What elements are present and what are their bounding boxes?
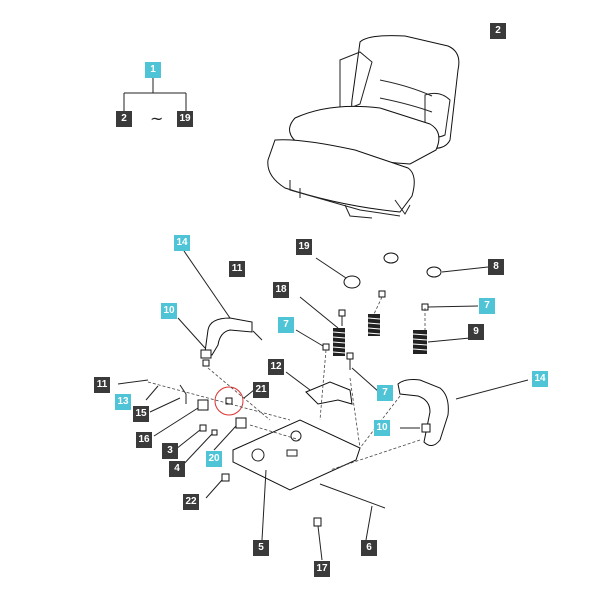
- springs: [299, 296, 471, 356]
- callout-16: 16: [136, 432, 152, 448]
- armrest-right: [397, 379, 529, 446]
- range-tilde: ~: [150, 109, 164, 128]
- rod: [319, 483, 386, 541]
- callout-7-right: 7: [479, 298, 495, 314]
- callout-8: 8: [488, 259, 504, 275]
- callout-22: 22: [183, 494, 199, 510]
- small-parts-left: [117, 379, 255, 469]
- callout-11-left: 11: [94, 377, 110, 393]
- callout-18: 18: [273, 282, 289, 298]
- callout-10-right: 10: [374, 420, 390, 436]
- callout-7-center: 7: [377, 385, 393, 401]
- seat-assembly: [267, 35, 460, 219]
- callout-2-range-start: 2: [116, 111, 132, 127]
- callout-1: 1: [145, 62, 161, 78]
- callout-19: 19: [296, 239, 312, 255]
- callout-13: 13: [115, 394, 131, 410]
- base-plate: [232, 419, 361, 541]
- callout-21: 21: [253, 382, 269, 398]
- callout-20: 20: [206, 451, 222, 467]
- callout-7-left: 7: [278, 317, 294, 333]
- callout-17: 17: [314, 561, 330, 577]
- range-bracket: [123, 78, 187, 112]
- bolts: [205, 290, 479, 561]
- callout-4: 4: [169, 461, 185, 477]
- bracket-12: [285, 371, 353, 405]
- callout-6: 6: [361, 540, 377, 556]
- callout-11-top: 11: [229, 261, 245, 277]
- callout-10-left: 10: [161, 303, 177, 319]
- callout-3: 3: [162, 443, 178, 459]
- callout-12: 12: [268, 359, 284, 375]
- callout-5: 5: [253, 540, 269, 556]
- callout-19-range-end: 19: [177, 111, 193, 127]
- callout-9: 9: [468, 324, 484, 340]
- callout-14-right: 14: [532, 371, 548, 387]
- callout-14-left: 14: [174, 235, 190, 251]
- callout-15: 15: [133, 406, 149, 422]
- spacer-pads: [315, 252, 489, 289]
- armrest-left: [177, 250, 263, 367]
- callout-2: 2: [490, 23, 506, 39]
